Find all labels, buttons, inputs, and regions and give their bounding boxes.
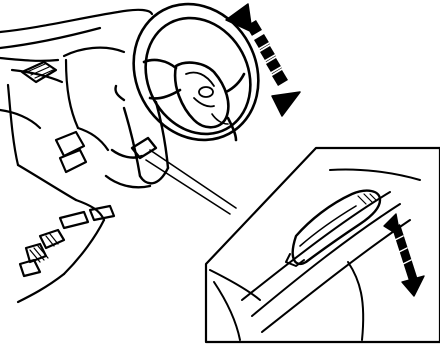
wheel-hub bbox=[175, 63, 228, 128]
leader-lines bbox=[146, 150, 236, 214]
switch-panel bbox=[56, 132, 86, 172]
detail-inset bbox=[206, 148, 440, 342]
steering-column bbox=[106, 86, 168, 187]
lower-switches bbox=[20, 206, 114, 276]
wheel-tilt-arrow-icon bbox=[226, 4, 300, 116]
dashboard bbox=[0, 10, 152, 302]
